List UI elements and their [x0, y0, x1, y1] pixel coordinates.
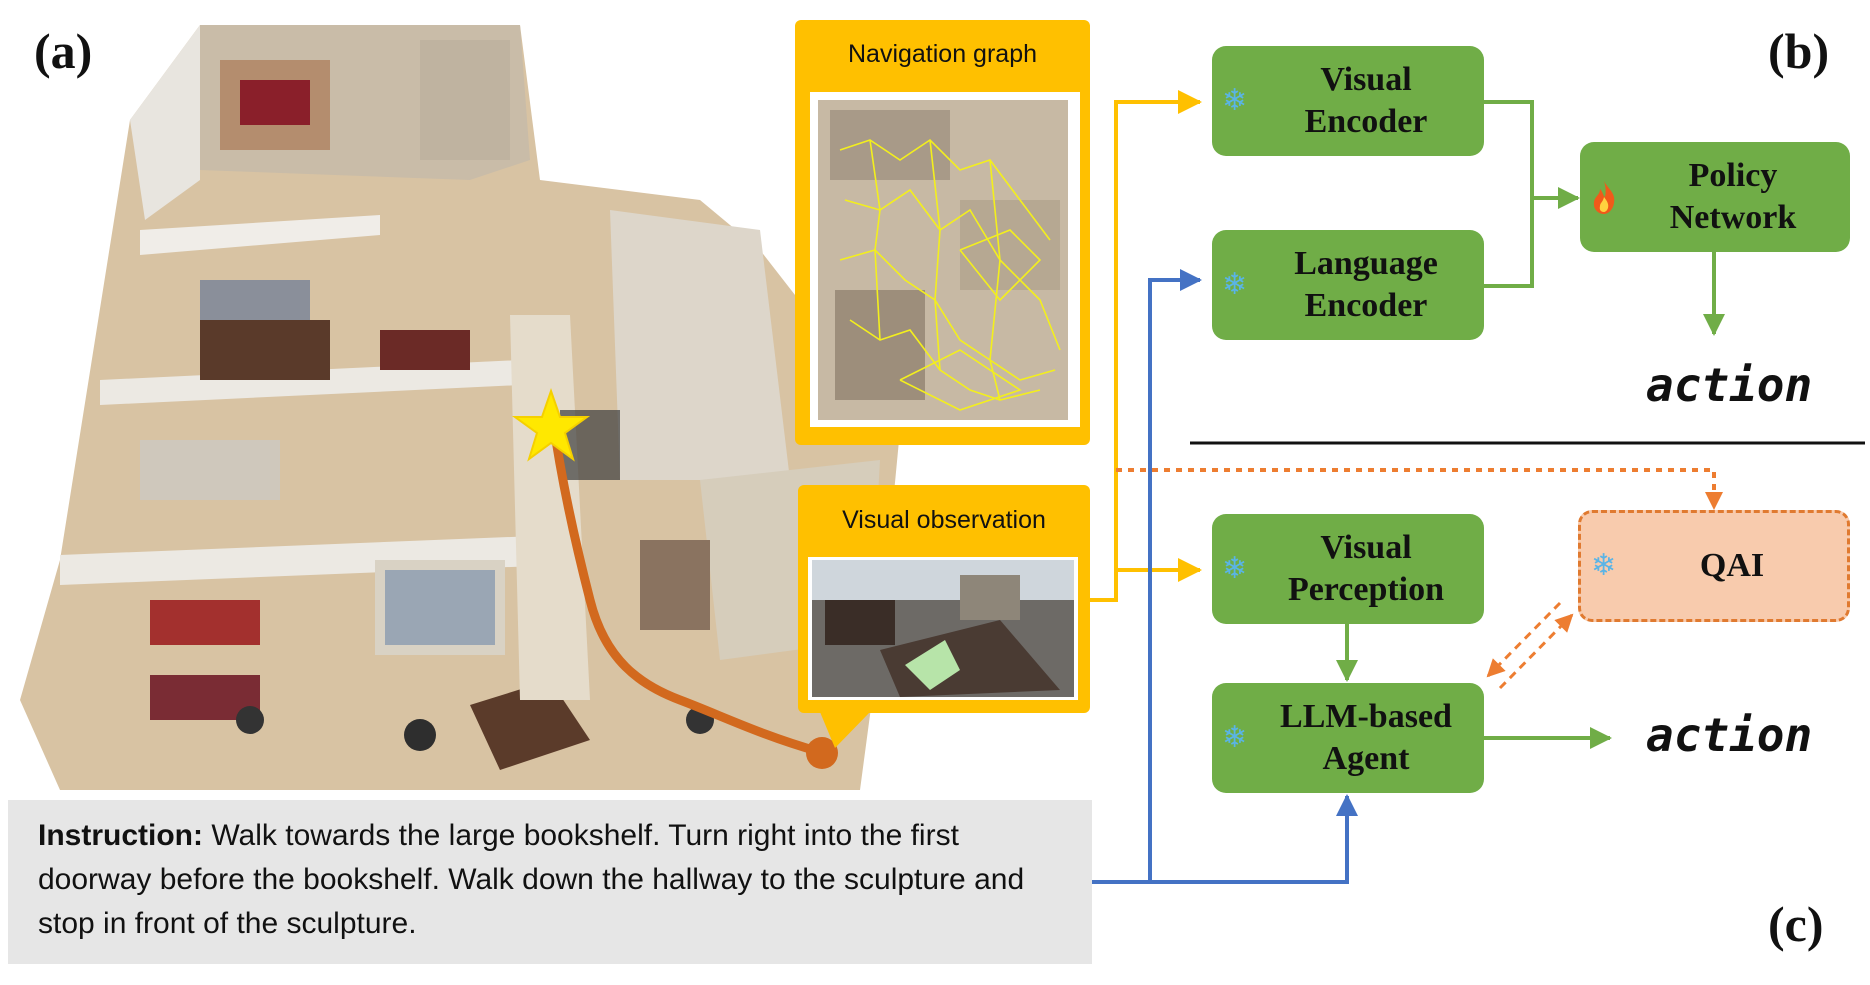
llm-agent-box: ❄ LLM-based Agent: [1212, 683, 1484, 793]
policy-network-label: Policy Network: [1669, 157, 1797, 236]
star-icon: [511, 387, 591, 462]
visual-observation-title: Visual observation: [842, 506, 1046, 534]
agent-viewpoint-marker: [905, 640, 960, 690]
start-position-dot: [806, 737, 838, 769]
arrow-instruction-to-llm-agent: [1150, 794, 1358, 884]
fire-icon: [1593, 181, 1615, 214]
action-label-b: action: [1646, 358, 1813, 412]
trajectory-path: [548, 415, 825, 757]
navigation-graph-title: Navigation graph: [847, 40, 1037, 68]
panel-label-c: (c): [1768, 896, 1824, 952]
instruction-label: Instruction:: [38, 819, 203, 852]
visual-perception-label: Visual Perception: [1287, 529, 1445, 608]
arrow-instruction-to-language-encoder: [1092, 269, 1202, 884]
arrow-obs-to-qai-dotted: [1116, 468, 1723, 510]
snowflake-icon: ❄: [1222, 720, 1248, 755]
arrow-encoders-to-policy: [1482, 100, 1578, 288]
navigation-graph-callout: [795, 20, 1090, 445]
visual-encoder-box: ❄ Visual Encoder: [1212, 46, 1484, 156]
visual-observation-callout: [798, 485, 1090, 748]
action-label-c: action: [1646, 708, 1813, 762]
instruction-box: Instruction: Walk towards the large book…: [8, 800, 1092, 964]
arrow-agent-to-qai-dashed: [1498, 613, 1574, 690]
snowflake-icon: ❄: [1222, 267, 1248, 302]
visual-encoder-label: Visual Encoder: [1304, 61, 1428, 140]
panel-label-b: (b): [1768, 23, 1830, 79]
snowflake-icon: ❄: [1591, 548, 1617, 583]
language-encoder-box: ❄ Language Encoder: [1212, 230, 1484, 340]
arrow-qai-to-agent-dashed: [1486, 601, 1562, 678]
snowflake-icon: ❄: [1222, 551, 1248, 586]
house-scan-image: [20, 25, 900, 790]
instruction-text: Walk towards the large bookshelf. Turn r…: [38, 819, 1025, 940]
qai-box: ❄ QAI: [1578, 510, 1850, 622]
llm-agent-label: LLM-based Agent: [1280, 698, 1452, 777]
visual-perception-box: ❄ Visual Perception: [1212, 514, 1484, 624]
qai-label: QAI: [1699, 547, 1765, 584]
policy-network-box: Policy Network: [1580, 142, 1850, 252]
snowflake-icon: ❄: [1222, 83, 1248, 118]
arrow-obs-to-visual-encoder: [1090, 90, 1202, 602]
language-encoder-label: Language Encoder: [1294, 245, 1438, 324]
panel-label-a: (a): [34, 23, 93, 79]
navigation-graph-edges: [839, 138, 1061, 411]
